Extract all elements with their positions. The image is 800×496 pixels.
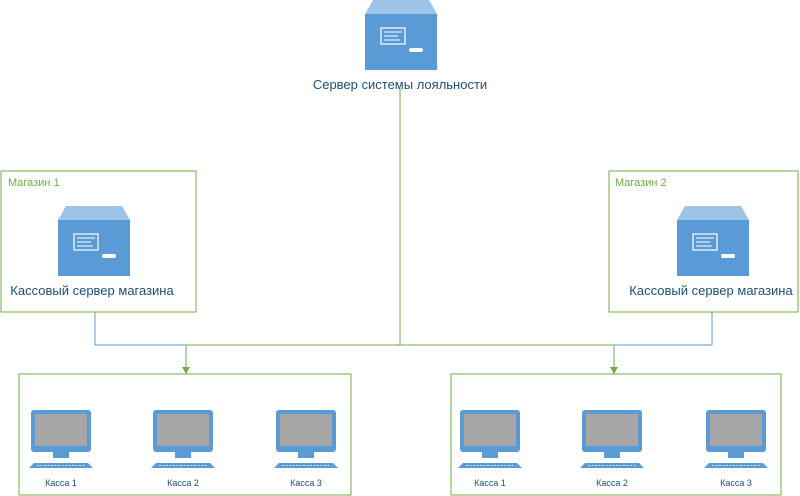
group-1-register-2-label: Касса 2: [167, 478, 199, 488]
store-2-server-icon: [676, 205, 750, 277]
group-2-register-2-label: Касса 2: [596, 478, 628, 488]
group-2-register-3-label: Касса 3: [720, 478, 752, 488]
group-2-register-1-label: Касса 1: [474, 478, 506, 488]
store-1-server-icon: [57, 205, 131, 277]
register-group-2-box: [450, 373, 782, 496]
store-1-box: [0, 170, 197, 313]
arrow-to-group-1: [182, 367, 190, 374]
store-2-box: [608, 170, 799, 313]
store-2-server-label: Кассовый сервер магазина: [629, 283, 793, 298]
group-1-register-1-label: Касса 1: [45, 478, 77, 488]
arrow-to-group-2: [610, 367, 618, 374]
group-1-register-1-computer-icon: [28, 409, 94, 469]
register-group-1-box: [18, 373, 352, 496]
store-1-name: Магазин 1: [8, 177, 60, 189]
group-1-register-3-label: Касса 3: [290, 478, 322, 488]
group-2-register-1-computer-icon: [457, 409, 523, 469]
central-server-icon: [364, 0, 438, 71]
group-1-register-3-computer-icon: [273, 409, 339, 469]
group-2-register-2-computer-icon: [579, 409, 645, 469]
group-2-register-3-computer-icon: [703, 409, 769, 469]
store-2-name: Магазин 2: [615, 177, 667, 189]
store-1-server-label: Кассовый сервер магазина: [10, 283, 174, 298]
group-1-register-2-computer-icon: [150, 409, 216, 469]
central-server-label: Сервер системы лояльности: [312, 77, 488, 92]
